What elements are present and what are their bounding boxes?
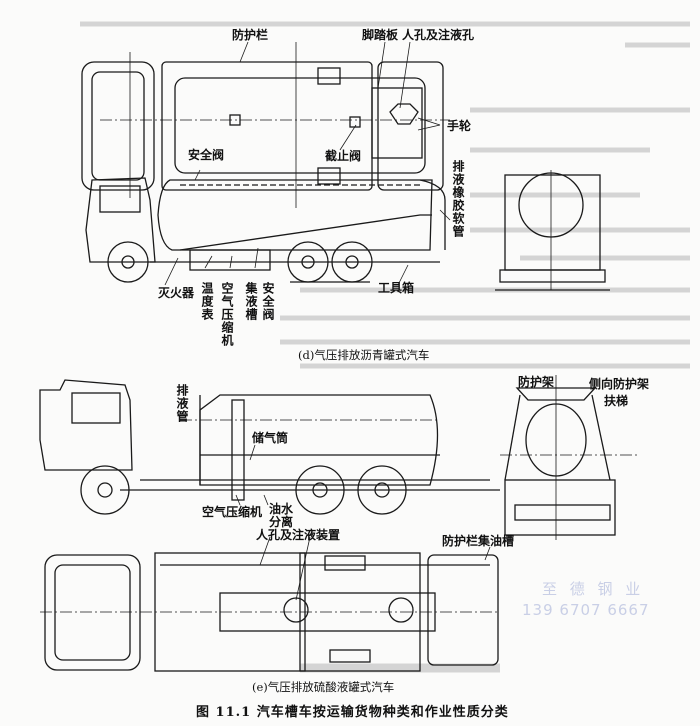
label-air-compressor-e: 空气压缩机: [202, 505, 263, 519]
label-toolbox: 工具箱: [378, 281, 415, 295]
label-ladder: 扶梯: [604, 394, 629, 408]
label-safety-valve-bottom: 安全阀: [261, 282, 275, 321]
watermark-company: 至 德 钢 业: [542, 580, 645, 598]
truck-e-top-view: [40, 536, 500, 672]
figure-caption: 图 11.1 汽车槽车按运输货物种类和作业性质分类: [196, 705, 509, 720]
truck-d-side-view: [85, 169, 451, 286]
label-guardrail: 防护栏: [232, 28, 269, 42]
label-sump: 集液槽: [244, 282, 258, 321]
label-manhole-device: 人孔及注液装置: [256, 528, 341, 542]
label-guardrail-e: 防护栏: [442, 534, 479, 548]
label-safety-valve-top: 安全阀: [188, 148, 225, 162]
label-side-guard-frame: 侧向防护架: [589, 377, 650, 391]
label-footboard: 脚踏板: [362, 28, 399, 42]
truck-e-side-view: [39, 379, 500, 515]
label-oil-water-separator: 油水分离: [269, 502, 294, 529]
truck-d-rear-view: [495, 170, 610, 291]
watermark-phone: 139 6707 6667: [522, 601, 650, 619]
label-discharge-pipe: 排液管: [175, 384, 189, 423]
label-manhole: 人孔及注液孔: [402, 28, 475, 42]
label-thermometer: 温度表: [200, 282, 214, 321]
label-oil-sump: 集油槽: [478, 534, 515, 548]
label-handwheel: 手轮: [447, 119, 472, 133]
caption-d: (d)气压排放沥青罐式汽车: [298, 348, 430, 362]
truck-e-rear-view: [500, 375, 640, 540]
caption-e: (e)气压排放硫酸液罐式汽车: [252, 680, 395, 694]
background-text-bleed: [80, 21, 690, 673]
truck-d-top-view: [81, 41, 450, 208]
label-guard-frame: 防护架: [518, 375, 555, 389]
label-air-compressor-d: 空气压缩机: [220, 282, 234, 347]
label-stop-valve: 截止阀: [325, 149, 362, 163]
label-discharge-hose: 排液橡胶软管: [451, 160, 465, 238]
label-extinguisher: 灭火器: [158, 286, 195, 300]
label-air-tank: 储气筒: [252, 431, 289, 445]
